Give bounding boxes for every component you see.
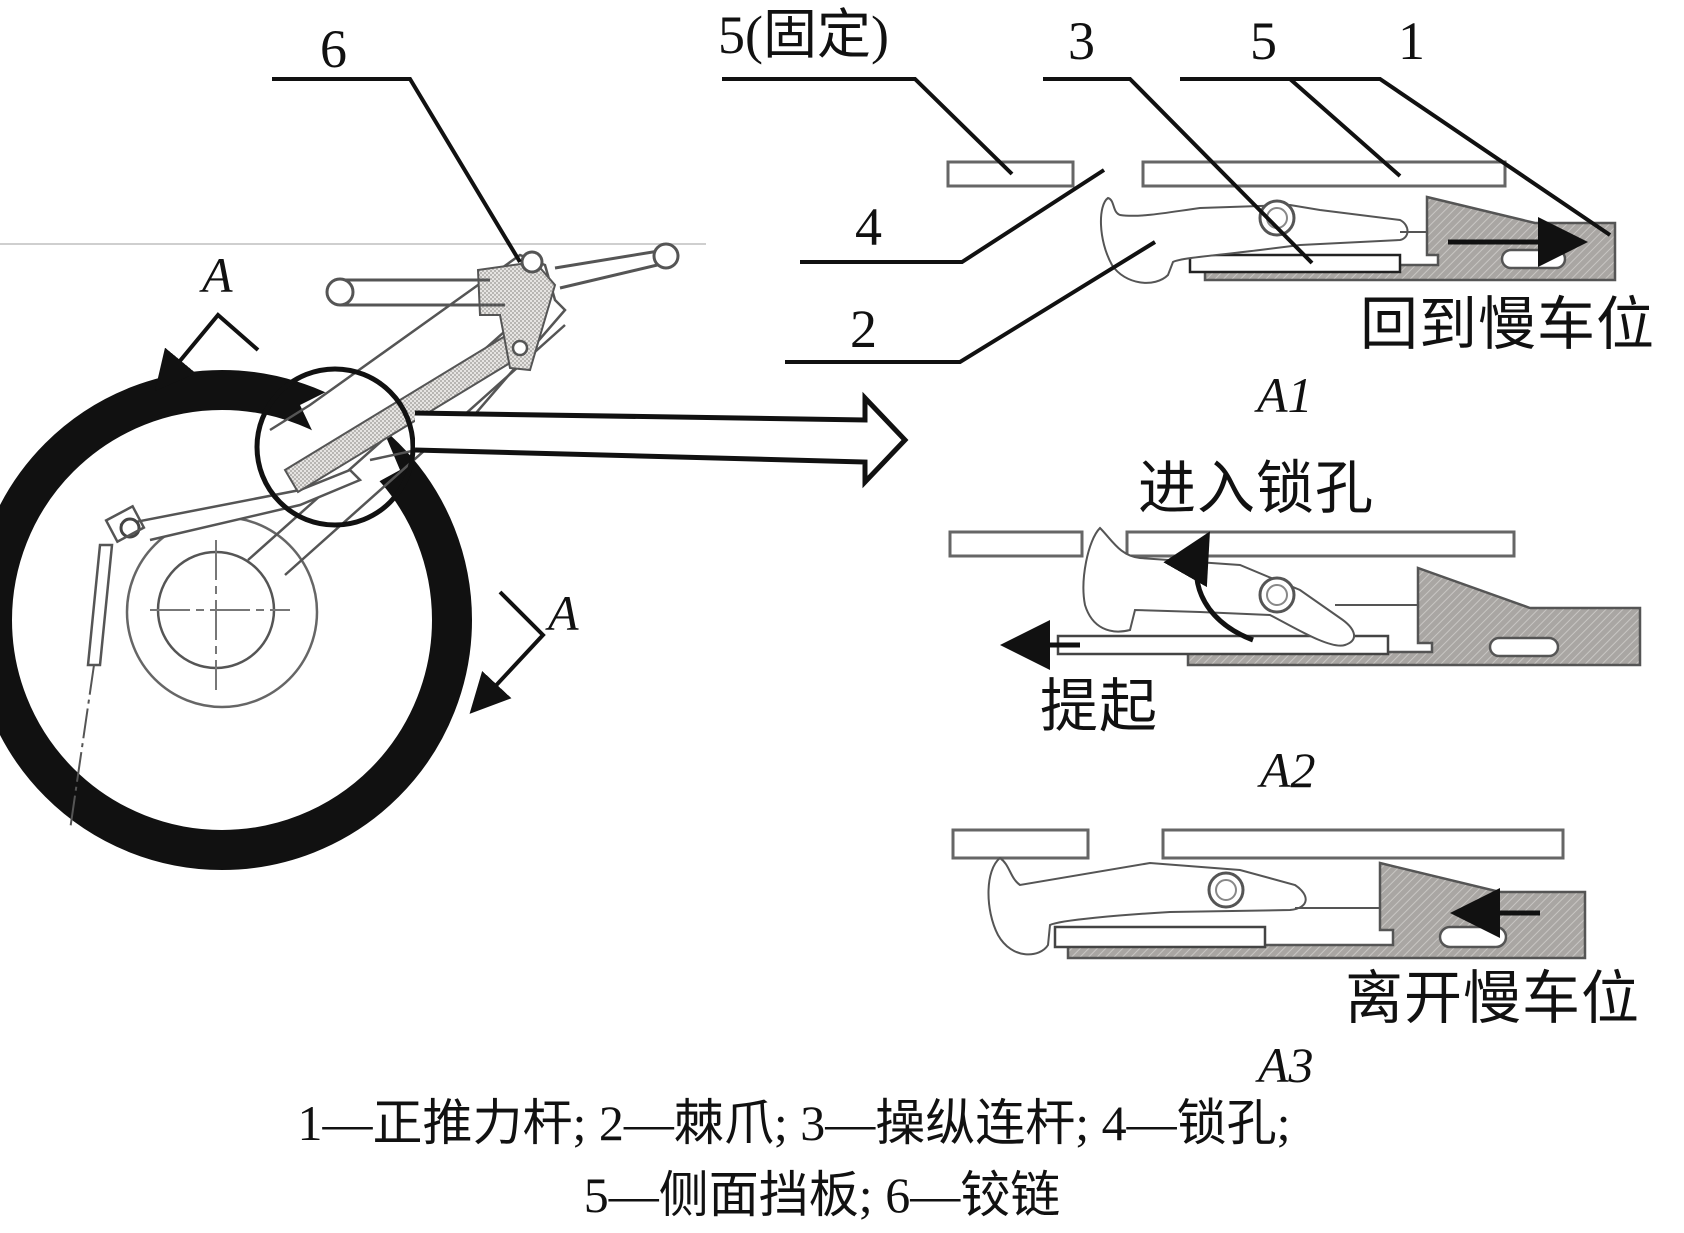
callout-1: 1: [1398, 11, 1425, 71]
left-link-eye: [325, 277, 355, 307]
a3-fixed-plate: [951, 828, 1090, 860]
leader-5-fixed: [722, 77, 1014, 176]
a3-link-bar: [1053, 925, 1267, 949]
actuator-cylinder: [86, 543, 114, 667]
detail-arrow: [414, 391, 909, 489]
a3-title: A3: [1258, 1037, 1314, 1093]
a1-pawl: [1099, 196, 1409, 284]
panel-a3: [951, 828, 1587, 960]
a3-plate: [1161, 828, 1565, 860]
leader-3: [1043, 77, 1314, 265]
panel-a1: [722, 77, 1617, 364]
a3-slot: [1438, 925, 1508, 949]
a3-annotation: 离开慢车位: [1345, 966, 1641, 1031]
leader-4: [800, 168, 1106, 264]
leader-1: [1262, 77, 1612, 237]
legend-line-2: 5—侧面挡板; 6—铰链: [583, 1167, 1061, 1223]
a2-fixed-plate: [948, 530, 1084, 558]
a2-pawl: [1082, 526, 1355, 647]
a2-curved-arrow: [1163, 531, 1254, 643]
a1-pivot: [1258, 199, 1296, 237]
section-mark-top: [154, 312, 260, 392]
hinge-6-pin: [520, 250, 544, 274]
section-label-right: A: [548, 585, 579, 641]
a2-annotation-top: 进入锁孔: [1138, 456, 1375, 521]
a2-pivot-inner: [1266, 584, 1288, 606]
main-view: [0, 77, 909, 870]
a2-pivot: [1258, 576, 1296, 614]
left-link: [340, 278, 505, 307]
a2-slot: [1488, 636, 1560, 658]
a2-plate: [1125, 530, 1516, 558]
callout-5: 5: [1250, 11, 1277, 71]
panel-a2: [948, 526, 1642, 670]
actuator-rod: [69, 664, 95, 831]
leader-2: [785, 240, 1157, 364]
callout-6: 6: [320, 19, 347, 79]
a3-pivot: [1207, 871, 1245, 909]
a1-link-bar: [1188, 253, 1402, 274]
side-link: [119, 468, 363, 542]
upper-rod-eye: [652, 242, 680, 270]
upper-rod: [554, 248, 671, 290]
detail-circle: [254, 366, 416, 528]
a2-annotation-bottom: 提起: [1040, 674, 1159, 739]
a1-title: A1: [1257, 367, 1313, 423]
callout-2: 2: [850, 299, 877, 359]
a2-title: A2: [1260, 742, 1316, 798]
section-label-top: A: [202, 247, 233, 303]
callout-5-fixed: 5(固定): [718, 5, 889, 65]
a1-annotation: 回到慢车位: [1360, 292, 1656, 357]
side-link-bracket: [104, 504, 146, 544]
leader-6: [272, 77, 522, 264]
section-mark-right: [469, 590, 546, 714]
callout-3: 3: [1068, 11, 1095, 71]
a3-pivot-inner: [1215, 879, 1237, 901]
callout-4: 4: [855, 197, 882, 257]
a1-plate: [1141, 160, 1507, 188]
brace-pin: [511, 339, 529, 357]
wheel-tire: [0, 370, 472, 870]
legend-line-1: 1—正推力杆; 2—棘爪; 3—操纵连杆; 4—锁孔;: [297, 1095, 1291, 1151]
a1-slot: [1500, 248, 1567, 270]
